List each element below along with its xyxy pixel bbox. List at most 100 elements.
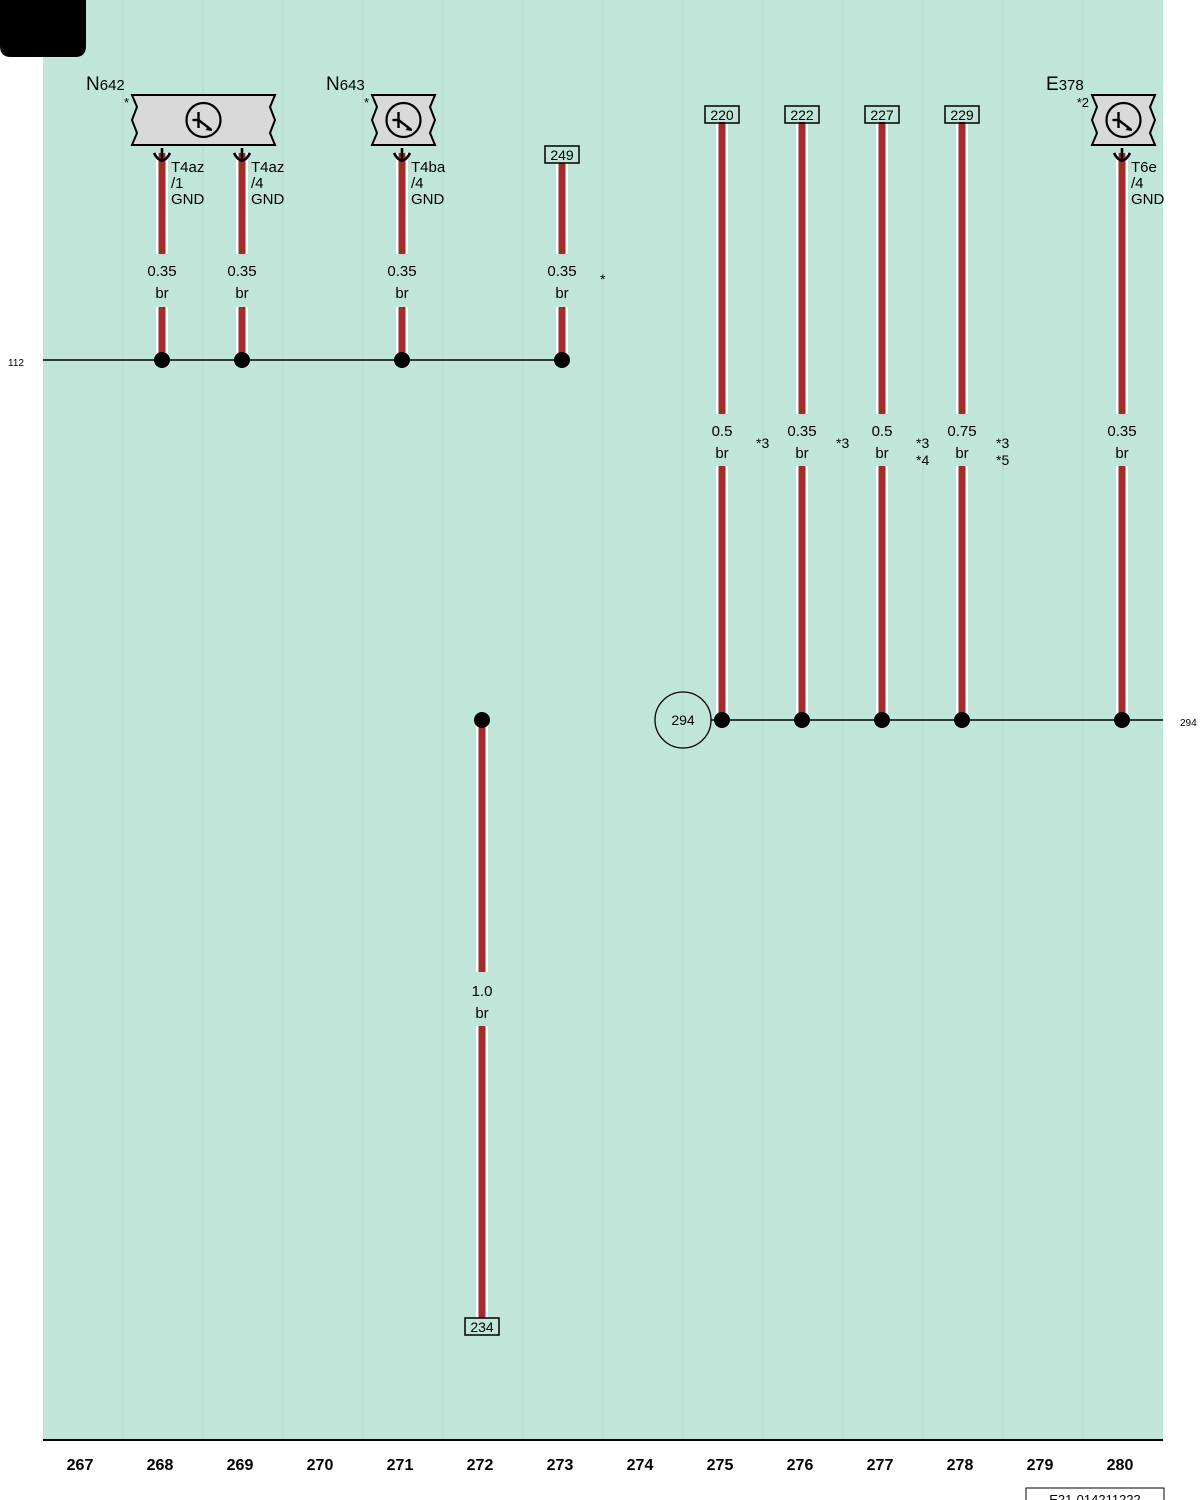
- component-E378: [1090, 94, 1157, 146]
- column-number: 277: [867, 1457, 894, 1474]
- component-mark: *: [124, 95, 129, 110]
- ref-box: [544, 145, 580, 164]
- ref-box-label: 220: [710, 107, 734, 123]
- connector-label: GND: [251, 191, 285, 208]
- column-number: 268: [147, 1457, 174, 1474]
- actuator-icon-head: [1125, 126, 1133, 131]
- wire-color: br: [235, 285, 248, 302]
- splice-point: [794, 712, 810, 728]
- wire-note: *3: [836, 435, 849, 451]
- connector-label: /1: [171, 175, 184, 192]
- component-number: 642: [100, 77, 125, 94]
- bus-ref-112: 112: [8, 358, 24, 369]
- wires: [154, 122, 1130, 1318]
- wire-color: br: [395, 285, 408, 302]
- column-number: 279: [1027, 1457, 1054, 1474]
- wire-note: *: [600, 271, 606, 287]
- column-number: 273: [547, 1457, 574, 1474]
- column-number: 275: [707, 1457, 734, 1474]
- wire-note: *3: [916, 435, 929, 451]
- splice-point: [474, 712, 490, 728]
- doc-id: E21-014211222: [1049, 1492, 1141, 1500]
- connector-label: /4: [411, 175, 424, 192]
- component-letter: E: [1046, 74, 1059, 95]
- page-tab: [0, 0, 86, 57]
- actuator-icon: [1105, 101, 1142, 139]
- wire-size: 0.5: [872, 423, 893, 440]
- component-label: N642: [86, 74, 125, 95]
- wire-color: br: [715, 445, 728, 462]
- component-N643: [370, 94, 437, 146]
- bus-ref-294: 294: [1180, 718, 1197, 729]
- wire-size: 0.35: [787, 423, 816, 440]
- splice-point: [554, 352, 570, 368]
- connector-label: T4az: [251, 159, 284, 176]
- splice-point: [154, 352, 170, 368]
- splice-point: [234, 352, 250, 368]
- wire-note: *5: [996, 452, 1009, 468]
- ref-box: [704, 105, 740, 124]
- wire-note: *3: [756, 435, 769, 451]
- wire-color: br: [1115, 445, 1128, 462]
- wire-size: 0.35: [1107, 423, 1136, 440]
- component-number: 643: [340, 77, 365, 94]
- ref-box-label: 229: [950, 107, 974, 123]
- wire-size: 0.75: [947, 423, 976, 440]
- connector-label: /4: [1131, 175, 1144, 192]
- component-letter: N: [86, 74, 100, 95]
- splice-point: [1114, 712, 1130, 728]
- wire-color: br: [875, 445, 888, 462]
- column-number: 280: [1107, 1457, 1134, 1474]
- wire-color: br: [475, 1005, 488, 1022]
- connector-label: GND: [1131, 191, 1165, 208]
- connector-label: T6e: [1131, 159, 1157, 176]
- actuator-icon: [185, 101, 222, 139]
- wire-color: br: [795, 445, 808, 462]
- wire-note: *3: [996, 435, 1009, 451]
- component-mark: *: [364, 95, 369, 110]
- wire-size: 0.35: [147, 263, 176, 280]
- ref-box-label: 249: [550, 147, 574, 163]
- column-number: 274: [627, 1457, 654, 1474]
- splice-point: [874, 712, 890, 728]
- component-letter: N: [326, 74, 340, 95]
- connector-label: T4ba: [411, 159, 446, 176]
- ref-box-label: 222: [790, 107, 814, 123]
- wire-size: 0.35: [227, 263, 256, 280]
- component-label: E378: [1046, 74, 1084, 95]
- column-number: 267: [67, 1457, 94, 1474]
- actuator-icon: [385, 101, 422, 139]
- column-number: 269: [227, 1457, 254, 1474]
- column-number: 278: [947, 1457, 974, 1474]
- component-N642: [130, 94, 277, 146]
- splice-point: [954, 712, 970, 728]
- doc-id-box: [1025, 1487, 1165, 1500]
- ground-point-label: 294: [671, 712, 695, 728]
- column-number: 276: [787, 1457, 814, 1474]
- labels: 112294294N642*N643*E378*20.35brT4az/1GND…: [8, 74, 1197, 1336]
- ground-point-circle: [654, 691, 712, 749]
- splice-point: [714, 712, 730, 728]
- connector-label: GND: [171, 191, 205, 208]
- actuator-icon-head: [205, 126, 213, 131]
- column-number: 271: [387, 1457, 414, 1474]
- column-number: 272: [467, 1457, 494, 1474]
- connector-label: T4az: [171, 159, 204, 176]
- wire-size: 0.35: [547, 263, 576, 280]
- wire-size: 1.0: [472, 983, 493, 1000]
- ref-box: [784, 105, 820, 124]
- connector-label: GND: [411, 191, 445, 208]
- wire-note: *4: [916, 452, 929, 468]
- ref-box-label: 227: [870, 107, 894, 123]
- wire-size: 0.35: [387, 263, 416, 280]
- wire-size: 0.5: [712, 423, 733, 440]
- ref-box: [464, 1317, 500, 1336]
- wire-color: br: [155, 285, 168, 302]
- component-number: 378: [1059, 77, 1084, 94]
- component-mark: *2: [1077, 95, 1089, 110]
- component-label: N643: [326, 74, 365, 95]
- actuator-icon-head: [405, 126, 413, 131]
- ref-box: [864, 105, 900, 124]
